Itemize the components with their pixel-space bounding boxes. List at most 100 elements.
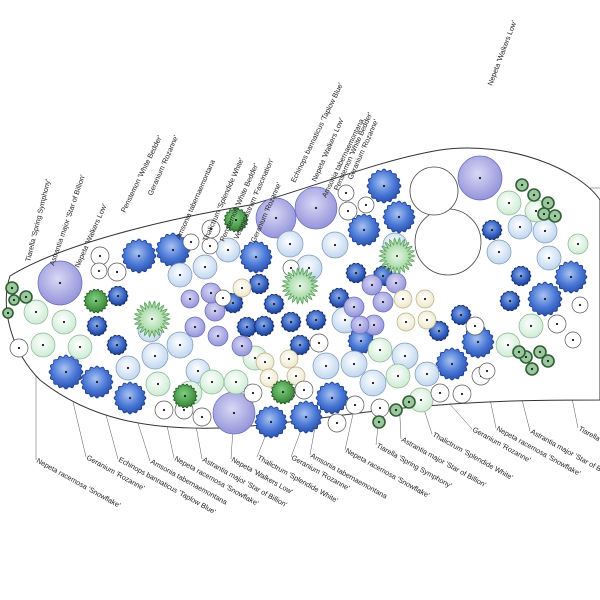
plant-dkgrn [402, 395, 416, 409]
plant-blued [280, 311, 302, 333]
existing-shrub-circle [414, 208, 482, 276]
plant-white [327, 413, 347, 433]
plant-dkgrn [19, 290, 33, 304]
plant-lav [350, 315, 370, 335]
plant-cream [417, 310, 437, 330]
plant-cream [415, 289, 435, 309]
plant-white [357, 196, 375, 214]
plant-white [547, 314, 567, 334]
plant-white [571, 296, 589, 314]
plant-cream [396, 312, 416, 332]
plant-blued [263, 293, 285, 315]
plant-blued [86, 315, 108, 337]
plant-dkgrn [527, 188, 541, 202]
plant-mint [567, 233, 589, 255]
plant-blue [461, 325, 495, 359]
plant-dkgrn [389, 403, 403, 417]
plant-white [201, 237, 219, 255]
plant-white [478, 362, 496, 380]
plant-mint [23, 299, 49, 325]
plant-cream [279, 349, 299, 369]
plant-pale [414, 361, 440, 387]
plant-blued [107, 285, 129, 307]
plant-pale [167, 262, 193, 288]
plant-pale [141, 342, 169, 370]
plant-white [294, 380, 314, 400]
plant-blued [106, 334, 128, 356]
plant-lav [180, 289, 200, 309]
plant-blue [239, 240, 273, 274]
plant-dkgrn [533, 345, 547, 359]
plant-blue [80, 365, 114, 399]
plant-blued [450, 304, 472, 326]
plant-dkgrn [515, 178, 529, 192]
plant-blue [435, 347, 469, 381]
plant-cream [232, 278, 252, 298]
plant-tuft [378, 237, 416, 275]
plant-tuft [133, 300, 171, 338]
plant-white [345, 395, 365, 415]
plant-white [107, 262, 127, 282]
plant-pale [166, 331, 194, 359]
plant-blued [328, 287, 350, 309]
plant-white [452, 384, 472, 404]
plant-white [337, 184, 355, 202]
plant-tuft [281, 267, 319, 305]
plant-blue [315, 381, 349, 415]
plant-white [564, 331, 582, 349]
plant-shrub [83, 288, 109, 314]
plant-pale [312, 352, 340, 380]
plant-white [243, 383, 263, 403]
plant-shrub [172, 383, 198, 409]
plant-blue [289, 400, 323, 434]
plant-pale [536, 245, 562, 271]
plant-pale [486, 239, 512, 265]
plant-mint [199, 369, 225, 395]
plant-lav [207, 325, 229, 347]
plant-dkgrn [548, 209, 562, 223]
plant-lav [184, 316, 206, 338]
plant-white [370, 398, 390, 418]
plant-pale [340, 350, 368, 378]
plant-blued [481, 219, 503, 241]
plant-mint [67, 334, 93, 360]
plant-pale [215, 237, 241, 263]
plant-dkgrn [525, 362, 539, 376]
plant-lav [372, 291, 394, 313]
plant-dkgrn [537, 207, 551, 221]
plant-dkgrn [2, 307, 14, 319]
plant-blued [248, 273, 270, 295]
plant-blue [527, 281, 563, 317]
plant-blued [345, 262, 367, 284]
top-label-16: Nepeta 'Walkers Low' [485, 19, 518, 87]
plant-dkgrn [541, 196, 555, 210]
plant-pale [507, 214, 533, 240]
plant-dkgrn [372, 415, 386, 429]
plant-cream [255, 352, 275, 372]
plant-lav [343, 296, 365, 318]
plant-white [430, 383, 450, 403]
plant-mint [51, 309, 77, 335]
plant-white [90, 262, 108, 280]
plant-blue [254, 405, 288, 439]
plant-mint [145, 371, 171, 397]
plant-white [192, 407, 212, 427]
plant-lav [361, 274, 383, 296]
plant-blue [113, 381, 147, 415]
plant-lav [231, 335, 253, 357]
plant-blued [236, 316, 258, 338]
plant-white [9, 338, 29, 358]
plant-blued [289, 334, 311, 356]
plant-white [309, 333, 329, 353]
plant-pale [115, 355, 141, 381]
plant-mint [30, 332, 56, 358]
plant-shrub [270, 379, 296, 405]
plant-white [214, 289, 232, 307]
plant-pale [321, 231, 349, 259]
plant-dkgrn [512, 345, 526, 359]
plant-mint [496, 190, 522, 216]
plant-blued [305, 309, 327, 331]
plant-blued [510, 265, 532, 287]
plant-blue [121, 238, 157, 274]
